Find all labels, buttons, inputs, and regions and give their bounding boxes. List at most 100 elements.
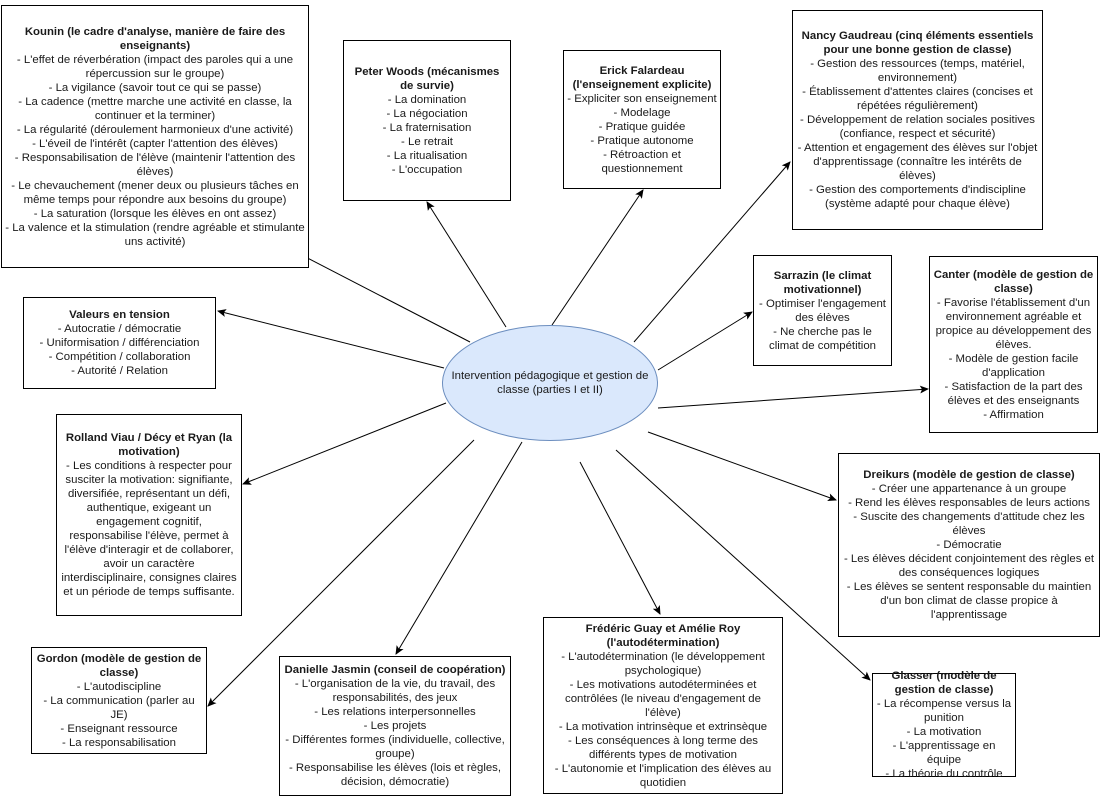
edge-to-erick-falardeau (551, 189, 644, 326)
node-valeurs[interactable]: Valeurs en tension - Autocratie / démocra… (23, 297, 216, 389)
node-item: - Gestion des ressources (temps, matérie… (810, 58, 1025, 84)
edge-to-viau (242, 402, 447, 485)
node-item: - La vigilance (savoir tout ce qui se pa… (48, 81, 262, 94)
node-title: Canter (modèle de gestion de classe) (933, 268, 1094, 295)
node-guay-roy[interactable]: Frédéric Guay et Amélie Roy (l'autodéter… (543, 617, 783, 794)
node-title: Danielle Jasmin (conseil de coopération) (284, 664, 506, 676)
edge-to-sarrazin (657, 311, 753, 371)
node-title: Frédéric Guay et Amélie Roy (l'autodéter… (585, 622, 741, 649)
edge-to-jasmin (395, 441, 523, 655)
node-item: - Les relations interpersonnelles (314, 706, 476, 718)
node-item: - Uniformisation / différenciation (39, 337, 200, 349)
node-title: Dreikurs (modèle de gestion de classe) (863, 469, 1075, 481)
node-item: - Les élèves se sentent responsable du m… (846, 581, 1092, 621)
node-item: - L'apprentissage en équipe (892, 740, 996, 766)
node-item: - La responsabilisation (62, 736, 176, 749)
node-item: - Rétroaction et questionnement (601, 148, 683, 175)
central-topic-node[interactable]: Intervention pédagogique et gestion de c… (442, 325, 658, 441)
node-item: - Gestion des comportements d'indiscipli… (809, 184, 1026, 210)
node-item: - L'éveil de l'intérêt (capter l'attenti… (32, 137, 278, 150)
node-item: - Modelage (613, 106, 671, 119)
node-item: - La récompense versus la punition (876, 698, 1012, 724)
node-item: - Démocratie (936, 539, 1002, 551)
edge-to-guay-roy (579, 461, 661, 615)
node-item: - Autocratie / démocratie (57, 323, 182, 335)
edge-to-canter (657, 385, 929, 409)
node-title: Gordon (modèle de gestion de classe) (36, 652, 202, 679)
edge-to-valeurs (217, 309, 445, 369)
node-item: - Autorité / Relation (71, 365, 168, 377)
node-title: Valeurs en tension (69, 309, 170, 321)
node-item: - Le chevauchement (mener deux ou plusie… (11, 179, 299, 206)
node-title: Sarrazin (le climat motivationnel) (773, 269, 872, 296)
node-item: - La cadence (mettre marche une activité… (18, 95, 292, 122)
node-title: Erick Falardeau (l'enseignement explicit… (572, 64, 712, 91)
node-item: - Expliciter son enseignement (567, 92, 717, 105)
node-jasmin[interactable]: Danielle Jasmin (conseil de coopération)… (279, 656, 511, 796)
node-item: - Responsabilise les élèves (lois et règ… (288, 762, 502, 788)
node-item: - La fraternisation (382, 121, 472, 134)
node-title: Glasser (modèle de gestion de classe) (891, 670, 997, 696)
node-item: - La ritualisation (386, 149, 468, 162)
node-item: - La saturation (lorsque les élèves en o… (33, 207, 277, 220)
node-gordon[interactable]: Gordon (modèle de gestion de classe)- L'… (31, 647, 207, 754)
node-item: - Pratique guidée (598, 120, 686, 133)
node-item: - Développement de relation sociales pos… (800, 114, 1035, 140)
node-item: - La domination (387, 93, 467, 106)
node-item: - La motivation (906, 726, 982, 738)
node-item: - L'autodiscipline (76, 680, 162, 693)
node-title: Nancy Gaudreau (cinq éléments essentiels… (801, 30, 1034, 56)
node-erick-falardeau[interactable]: Erick Falardeau (l'enseignement explicit… (563, 50, 721, 189)
edge-to-kounin (291, 249, 471, 343)
edge-to-nancy-gaudreau (633, 161, 791, 343)
edge-to-peter-woods (426, 201, 507, 328)
node-item: - La théorie du contrôle (885, 768, 1003, 780)
node-item: - Enseignant ressource (60, 722, 178, 735)
node-title: Peter Woods (mécanismes de survie) (354, 65, 500, 92)
node-item: - L'organisation de la vie, du travail, … (294, 678, 496, 704)
node-sarrazin[interactable]: Sarrazin (le climat motivationnel)- Opti… (753, 255, 892, 366)
node-item: - Modèle de gestion facile d'application (948, 352, 1079, 379)
node-item: - Différentes formes (individuelle, coll… (285, 734, 505, 760)
node-item: - Compétition / collaboration (48, 351, 191, 363)
node-item: - La régularité (déroulement harmonieux … (16, 123, 294, 136)
edge-to-gordon (207, 439, 475, 707)
node-item: - Optimiser l'engagement des élèves (759, 297, 886, 324)
node-item: - Établissement d'attentes claires (conc… (802, 86, 1033, 112)
node-item: - Affirmation (983, 408, 1044, 421)
node-item: - Attention et engagement des élèves sur… (797, 142, 1038, 182)
node-item: - Responsabilisation de l'élève (mainten… (14, 151, 296, 178)
node-item: - L'autonomie et l'implication des élève… (554, 762, 772, 789)
node-item: - Favorise l'établissement d'un environn… (935, 296, 1092, 351)
node-item: - Les motivations autodéterminées et con… (565, 678, 761, 719)
node-item: - La motivation intrinsèque et extrinsèq… (558, 720, 768, 733)
node-title: Rolland Viau / Décy et Ryan (la motivati… (65, 432, 233, 458)
node-item: - Rend les élèves responsables de leurs … (848, 497, 1090, 509)
node-item: - Les conséquences à long terme des diff… (568, 734, 758, 761)
node-peter-woods[interactable]: Peter Woods (mécanismes de survie)- La d… (343, 40, 511, 201)
node-item: - Les projets (363, 720, 427, 732)
node-kounin[interactable]: Kounin (le cadre d'analyse, manière de f… (1, 5, 309, 268)
edge-to-glasser (615, 449, 871, 681)
node-item: - Satisfaction de la part des élèves et … (944, 380, 1083, 407)
node-title: Kounin (le cadre d'analyse, manière de f… (24, 25, 286, 52)
node-item: - Suscite des changements d'attitude che… (853, 511, 1085, 537)
node-glasser[interactable]: Glasser (modèle de gestion de classe)- L… (872, 670, 1016, 780)
node-item: - Les conditions à respecter pour suscit… (61, 460, 237, 598)
node-item: - Pratique autonome (590, 134, 694, 147)
edge-to-dreikurs (647, 431, 837, 502)
node-viau[interactable]: Rolland Viau / Décy et Ryan (la motivati… (56, 414, 242, 616)
node-nancy-gaudreau[interactable]: Nancy Gaudreau (cinq éléments essentiels… (792, 10, 1043, 230)
node-dreikurs[interactable]: Dreikurs (modèle de gestion de classe) - … (838, 453, 1100, 637)
node-item: - L'occupation (391, 163, 463, 176)
node-item: - La communication (parler au JE) (43, 694, 195, 721)
node-item: - Les élèves décident conjointement des … (843, 553, 1095, 579)
node-item: - Créer une appartenance à un groupe (871, 483, 1067, 495)
node-item: - L'autodétermination (le développement … (561, 650, 765, 677)
node-item: - Le retrait (401, 135, 453, 148)
central-topic-label: Intervention pédagogique et gestion de c… (451, 370, 649, 396)
node-canter[interactable]: Canter (modèle de gestion de classe)- Fa… (929, 256, 1098, 433)
node-item: - L'effet de réverbération (impact des p… (16, 53, 294, 80)
node-item: - La négociation (386, 107, 468, 120)
